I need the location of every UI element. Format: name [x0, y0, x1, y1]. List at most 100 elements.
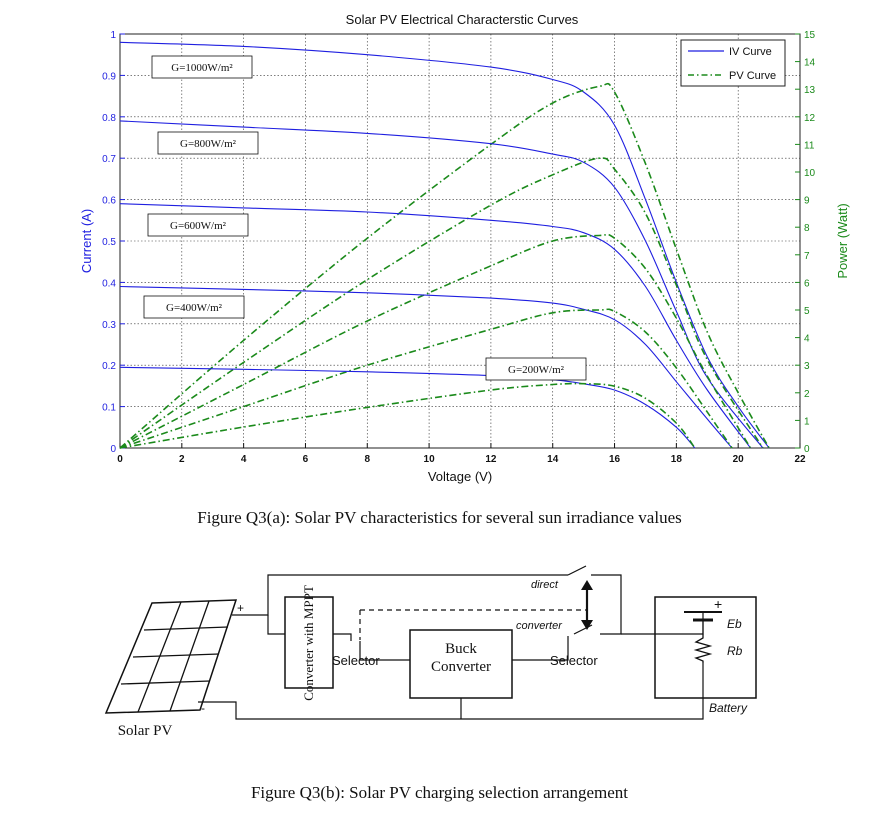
y2-tick-label: 13: [804, 85, 816, 96]
converter-path-label: converter: [516, 620, 563, 632]
x-tick-label: 22: [794, 454, 806, 465]
legend-pv-label: PV Curve: [729, 70, 776, 82]
y-tick-label: 0: [110, 444, 116, 455]
iv-curve: [119, 285, 733, 449]
chart-title: Solar PV Electrical Characterstic Curves: [346, 12, 579, 27]
y-tick-label: 0.6: [102, 196, 116, 207]
selector-right-label: Selector: [550, 653, 598, 668]
pv-minus-terminal: -: [201, 701, 205, 715]
irradiance-label: G=800W/m²: [157, 131, 259, 155]
x-tick-label: 0: [117, 454, 123, 465]
x-tick-label: 18: [671, 454, 683, 465]
iv-curve: [119, 203, 751, 449]
pv-curve: [119, 82, 770, 449]
pv-plus-terminal: +: [237, 601, 244, 615]
irradiance-label-box: [151, 55, 253, 79]
y-axis-label: Current (A): [79, 209, 94, 273]
battery-label: Battery: [709, 701, 748, 715]
pv-curve: [119, 157, 764, 449]
y-tick-label: 0.1: [102, 403, 116, 414]
mppt-converter-box: [284, 596, 334, 689]
chart-grid: [120, 34, 800, 448]
iv-curve: [119, 366, 696, 449]
x-tick-label: 8: [364, 454, 370, 465]
circuit-wires: [198, 565, 704, 720]
x-tick-label: 14: [547, 454, 559, 465]
solar-panel-icon: [104, 599, 238, 714]
iv-curve: [119, 41, 770, 449]
y2-tick-label: 10: [804, 168, 816, 179]
y2-tick-label: 4: [804, 334, 810, 345]
y2-tick-label: 1: [804, 416, 810, 427]
irradiance-label-box: [147, 213, 249, 237]
eb-label: Eb: [727, 617, 742, 631]
legend-iv-label: IV Curve: [729, 46, 772, 58]
direct-label: direct: [531, 579, 559, 591]
charging-arrangement-diagram: Solar PV + - direct converter Converter …: [104, 565, 757, 739]
irradiance-label: G=400W/m²: [143, 295, 245, 319]
y-tick-label: 0.2: [102, 361, 116, 372]
x-tick-label: 16: [609, 454, 621, 465]
resistor-icon: [693, 634, 713, 663]
irradiance-label-text: G=600W/m²: [170, 220, 227, 232]
legend: IV Curve PV Curve: [680, 39, 786, 87]
y2-tick-label: 0: [804, 444, 810, 455]
y-tick-label: 1: [110, 30, 116, 41]
selector-left-label: Selector: [332, 653, 380, 668]
iv-curve: [119, 120, 764, 449]
pv-curve: [119, 382, 696, 449]
x-tick-label: 10: [424, 454, 436, 465]
x-tick-label: 12: [485, 454, 497, 465]
pv-curve: [119, 308, 733, 449]
y-tick-label: 0.9: [102, 71, 116, 82]
rb-label: Rb: [727, 644, 743, 658]
irradiance-label-box: [157, 131, 259, 155]
y2-tick-label: 12: [804, 113, 816, 124]
irradiance-label-box: [485, 357, 587, 381]
irradiance-label: G=1000W/m²: [151, 55, 253, 79]
irradiance-labels: G=1000W/m² G=800W/m² G=600W/m² G=400W/m² G=2…: [143, 55, 587, 381]
figure-a-caption: Figure Q3(a): Solar PV characteristics f…: [197, 508, 682, 527]
battery-cell-icon: [684, 611, 722, 634]
x-axis-label: Voltage (V): [428, 469, 492, 484]
battery-box: [654, 596, 757, 699]
x-tick-label: 2: [179, 454, 185, 465]
y-tick-label: 0.5: [102, 237, 116, 248]
y-tick-label: 0.3: [102, 320, 116, 331]
irradiance-label-text: G=400W/m²: [166, 302, 223, 314]
y2-tick-label: 11: [804, 140, 815, 151]
y2-tick-label: 8: [804, 223, 810, 234]
irradiance-label: G=600W/m²: [147, 213, 249, 237]
y2-tick-label: 5: [804, 306, 810, 317]
y2-tick-label: 6: [804, 278, 810, 289]
irradiance-label-box: [143, 295, 245, 319]
battery-plus-sign: +: [714, 596, 722, 612]
selector-arrow-icon: [581, 580, 593, 630]
buck-label-line1: Buck: [445, 641, 477, 657]
y2-tick-label: 9: [804, 196, 810, 207]
x-tick-label: 4: [241, 454, 247, 465]
y2-tick-label: 2: [804, 389, 810, 400]
mppt-converter-label: Converter with MPPT: [301, 585, 316, 701]
y2-tick-label: 15: [804, 30, 816, 41]
irradiance-label-text: G=800W/m²: [180, 138, 237, 150]
irradiance-label-text: G=200W/m²: [508, 364, 565, 376]
buck-label-line2: Converter: [431, 659, 491, 675]
y-tick-label: 0.7: [102, 154, 116, 165]
curves: [119, 41, 770, 449]
pv-characteristics-chart: Solar PV Electrical Characterstic Curves…: [79, 12, 850, 484]
y2-tick-label: 14: [804, 58, 816, 69]
x-tick-label: 6: [303, 454, 309, 465]
figure-b-caption: Figure Q3(b): Solar PV charging selectio…: [250, 783, 629, 802]
y-tick-label: 0.8: [102, 113, 116, 124]
irradiance-label-text: G=1000W/m²: [171, 62, 233, 74]
solar-pv-label: Solar PV: [118, 723, 173, 739]
y2-tick-label: 3: [804, 361, 810, 372]
pv-curve: [119, 233, 752, 449]
y-tick-label: 0.4: [102, 278, 116, 289]
irradiance-label: G=200W/m²: [485, 357, 587, 381]
x-tick-label: 20: [733, 454, 745, 465]
legend-box: [680, 39, 786, 87]
buck-converter-box: [409, 629, 513, 699]
